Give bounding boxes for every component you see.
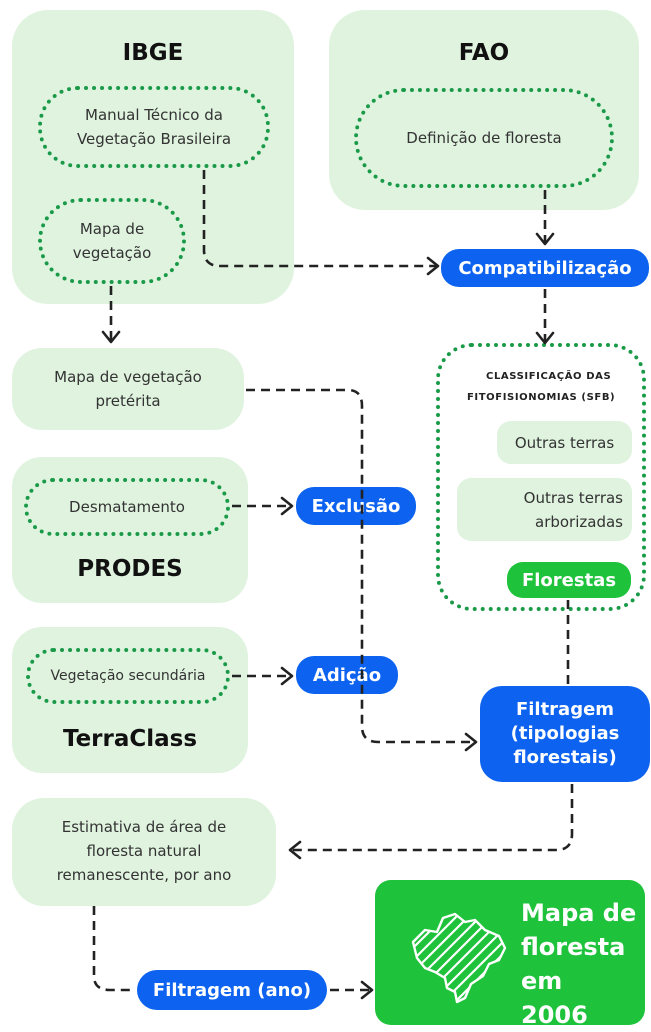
classificacao-title-1: CLASSIFICAÇÃO DAS — [486, 371, 612, 382]
terraclass-vegetacao-secundaria: Vegetação secundária — [26, 648, 230, 704]
ibge-title: IBGE — [122, 40, 184, 66]
ibge-mapa-vegetacao: Mapa de vegetação — [38, 198, 186, 284]
prodes-desmatamento: Desmatamento — [24, 478, 230, 536]
outras-terras-arborizadas-label: Outras terras arborizadas — [523, 489, 623, 531]
estimativa-label: Estimativa de área de floresta natural r… — [56, 818, 232, 884]
edge-preterita-filtragem — [246, 388, 476, 744]
edge-estimativa-filtragemano — [92, 906, 134, 992]
brazil-map-icon — [395, 902, 515, 1016]
outras-terras-label: Outras terras — [514, 434, 615, 452]
adicao-node: Adição — [296, 656, 398, 694]
outras-terras-node — [497, 421, 632, 464]
mapa-vegetacao-preterita-label: Mapa de vegetação pretérita — [54, 368, 202, 410]
ibge-manual-tecnico: Manual Técnico da Vegetação Brasileira — [38, 86, 270, 168]
filtragem-tipologias-node: Filtragem (tipologias florestais) — [480, 686, 650, 782]
mapa-floresta-2006: Mapa de floresta em 2006 — [375, 880, 645, 1029]
classificacao-container — [436, 343, 646, 611]
exclusao-node: Exclusão — [296, 487, 416, 525]
mapa-vegetacao-preterita — [12, 348, 244, 430]
filtragem-ano-node: Filtragem (ano) — [137, 970, 327, 1010]
estimativa-node — [12, 798, 276, 906]
filtragem-tipologias-label: Filtragem (tipologias florestais) — [510, 699, 620, 768]
florestas-node: Florestas — [507, 562, 631, 598]
fao-definicao-floresta: Definição de floresta — [354, 88, 614, 188]
mapa-floresta-label: Mapa de floresta em 2006 — [521, 899, 637, 1029]
compatibilizacao-node: Compatibilização — [441, 249, 649, 287]
terraclass-title: TerraClass — [62, 726, 198, 752]
edge-manual-compat — [202, 170, 438, 268]
fao-title: FAO — [458, 40, 510, 66]
edge-filtragem-estimativa — [290, 784, 574, 852]
outras-terras-arborizadas-node — [457, 478, 632, 541]
classificacao-title-2: FITOFISIONOMIAS (SFB) — [467, 392, 616, 403]
prodes-title: PRODES — [77, 556, 183, 582]
